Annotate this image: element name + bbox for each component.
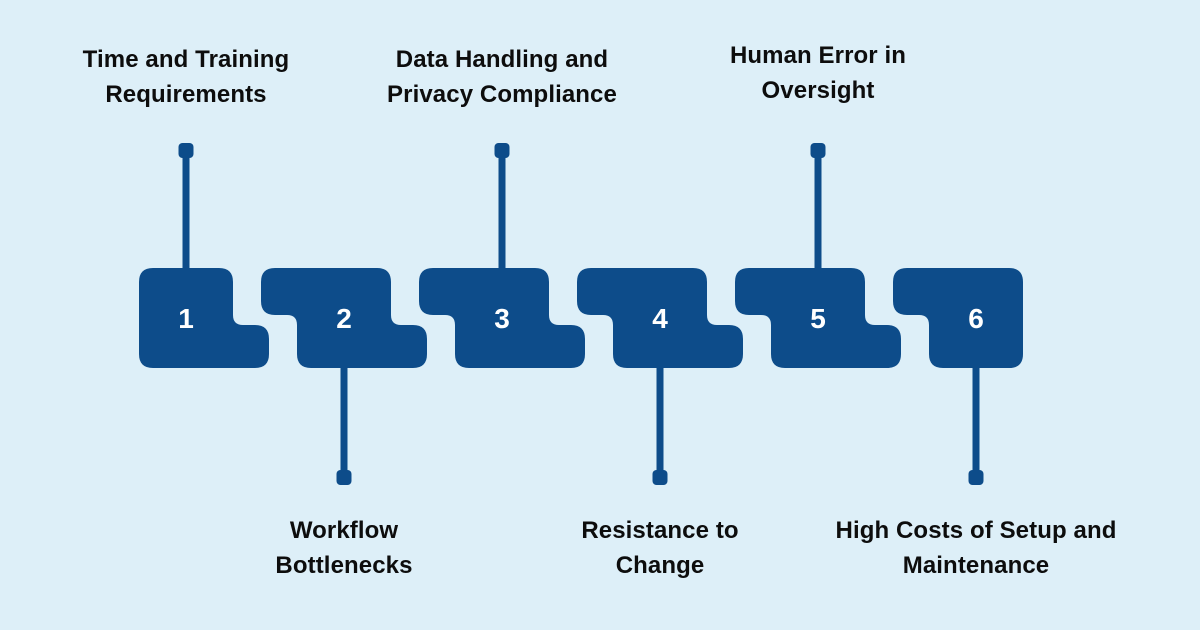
connector-line-5 [814,152,822,268]
timeline-item-2: 2 [261,268,427,485]
block-number-5: 5 [810,303,826,334]
timeline-item-3: 3 [419,143,585,368]
connector-line-4 [656,368,664,474]
label-resistance-to-change: Resistance to Change [490,513,830,583]
label-data-handling-privacy-compliance: Data Handling and Privacy Compliance [332,42,672,112]
connector-line-3 [498,152,506,268]
timeline-item-5: 5 [735,143,901,368]
connector-endpoint-5 [810,143,826,158]
block-shape-1 [139,268,269,368]
label-high-costs-setup-maintenance: High Costs of Setup and Maintenance [806,513,1146,583]
label-human-error-in-oversight: Human Error in Oversight [648,38,988,108]
timeline-item-4: 4 [577,268,743,485]
block-number-6: 6 [968,303,984,334]
label-line-2: Requirements [105,81,267,108]
label-line-2: Bottlenecks [275,552,413,579]
label-line-2: Oversight [761,77,875,104]
label-line-1: Workflow [289,517,399,544]
block-shape-4 [577,268,743,368]
connector-endpoint-1 [178,143,194,158]
block-shape-2 [261,268,427,368]
connector-endpoint-4 [652,470,668,485]
connector-endpoint-6 [968,470,984,485]
connector-line-6 [972,368,980,474]
label-line-2: Privacy Compliance [387,81,617,108]
block-number-2: 2 [336,303,352,334]
block-shape-5 [735,268,901,368]
label-line-1: Human Error in [729,42,907,69]
block-number-1: 1 [178,303,194,334]
label-line-1: High Costs of Setup and [835,517,1117,544]
connector-endpoint-2 [336,470,352,485]
block-number-4: 4 [652,303,668,334]
block-shape-6 [893,268,1023,368]
connector-line-2 [340,368,348,474]
label-line-1: Time and Training [82,46,290,73]
label-line-1: Resistance to [581,517,739,544]
label-line-1: Data Handling and [395,46,609,73]
connector-line-1 [182,152,190,268]
block-shape-3 [419,268,585,368]
label-line-2: Maintenance [902,552,1050,579]
label-time-and-training-requirements: Time and Training Requirements [16,42,356,112]
label-line-2: Change [615,552,705,579]
connector-endpoint-3 [494,143,510,158]
timeline-item-1: 1 [139,143,269,368]
block-number-3: 3 [494,303,510,334]
timeline-item-6: 6 [893,268,1023,485]
label-workflow-bottlenecks: Workflow Bottlenecks [174,513,514,583]
